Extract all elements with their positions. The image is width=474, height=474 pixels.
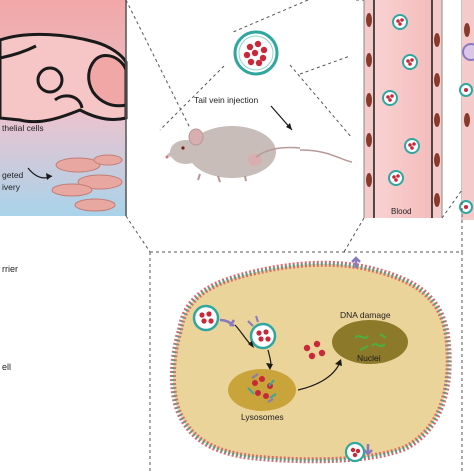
- lysosomes-label: Lysosomes: [241, 412, 284, 422]
- endothelial-gap: [87, 54, 128, 108]
- cell-legend-label: ell: [2, 362, 11, 372]
- nanoparticle-internalized: [247, 315, 277, 350]
- receptor-left: [219, 318, 236, 327]
- nuclei-label: Nuclei: [357, 353, 381, 363]
- targeted-delivery-label-1: geted: [2, 170, 24, 180]
- mouse: [165, 126, 353, 183]
- receptor-bottom: [363, 444, 373, 456]
- dna-damage-label: DNA damage: [340, 310, 391, 320]
- release-arrow: [297, 361, 341, 391]
- blood-label: Blood: [391, 207, 411, 216]
- partial-vessel-right: [459, 0, 474, 220]
- zoom-guides: [125, 0, 463, 474]
- lysosome: Lysosomes: [228, 369, 296, 422]
- nucleus: DNA damage Nuclei: [332, 310, 408, 364]
- cell-membrane: [169, 260, 452, 464]
- target-cells: [51, 154, 123, 212]
- tail-vein-injection-label: Tail vein injection: [194, 95, 259, 105]
- tissue-panel: thelial cells geted ivery: [0, 0, 128, 216]
- nanoparticle-outside-bottom: [344, 441, 366, 463]
- nanoparticle-docking: [192, 304, 220, 332]
- cell: [169, 260, 452, 464]
- lysosome-contents: [247, 373, 277, 403]
- targeted-delivery-label-2: ivery: [2, 182, 21, 192]
- blood-vessel: Blood: [363, 0, 443, 218]
- receptor-top: [351, 256, 361, 268]
- endothelial-cells-label: thelial cells: [2, 123, 44, 133]
- dna-strands: [354, 335, 386, 351]
- endothelial-vesicle: [36, 66, 64, 94]
- released-drug: [303, 340, 326, 360]
- carrier-legend-label: rrier: [2, 264, 18, 274]
- nanoparticle-large: [233, 30, 279, 76]
- vessel-nanoparticles: [382, 14, 420, 186]
